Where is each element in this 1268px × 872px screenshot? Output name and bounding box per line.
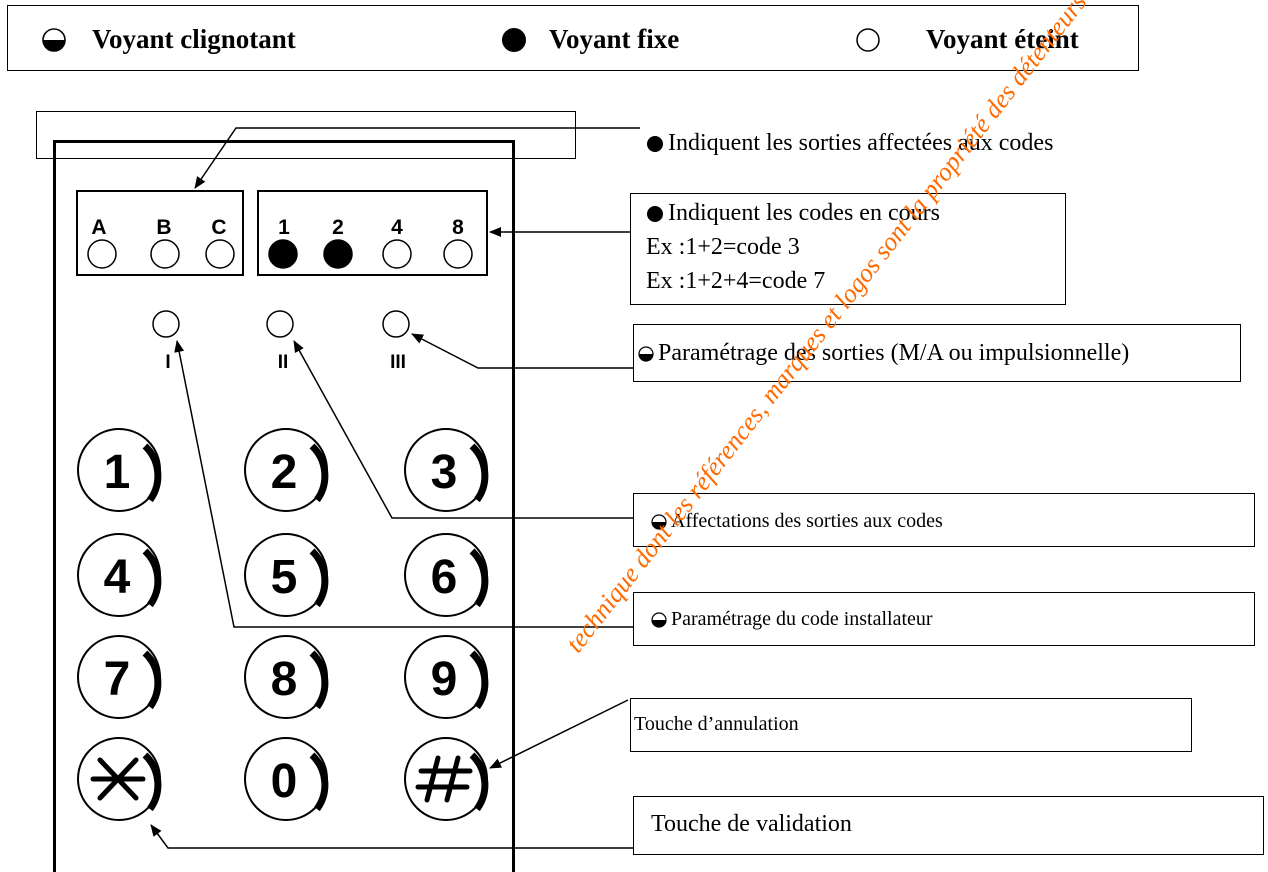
key-9[interactable]: 9	[404, 635, 489, 719]
annotation-validate-key: Touche de validation	[651, 811, 852, 837]
key-2[interactable]: 2	[244, 428, 329, 512]
hash-icon	[415, 755, 473, 803]
asterisk-icon	[90, 757, 146, 801]
led-c	[205, 239, 235, 269]
key-6[interactable]: 6	[404, 533, 489, 617]
svg-text:1: 1	[104, 446, 131, 499]
key-7[interactable]: 7	[77, 635, 162, 719]
filled-led-icon	[647, 136, 663, 153]
annotation-installer-code: Paramétrage du code installateur	[651, 608, 933, 631]
led-2	[323, 239, 353, 269]
svg-text:3: 3	[431, 446, 458, 499]
half-filled-led-icon	[42, 28, 66, 52]
legend-off-label: Voyant éteint	[926, 24, 1079, 54]
output-assignment-box	[633, 493, 1255, 547]
filled-led-icon	[647, 206, 663, 223]
validate-key-box	[633, 796, 1264, 855]
led-label-4: 4	[391, 216, 403, 239]
legend-fixed-label: Voyant fixe	[549, 24, 680, 54]
keypad-header-bar	[36, 111, 576, 159]
svg-text:5: 5	[271, 551, 298, 604]
legend-blinking-label: Voyant clignotant	[92, 24, 296, 54]
key-4[interactable]: 4	[77, 533, 162, 617]
svg-text:0: 0	[271, 755, 298, 808]
leader-output-settings	[411, 333, 633, 369]
svg-text:4: 4	[104, 551, 131, 604]
key-3[interactable]: 3	[404, 428, 489, 512]
annotation-outputs-assigned: Indiquent les sorties affectées aux code…	[646, 130, 1053, 157]
empty-led-icon	[856, 28, 880, 52]
svg-text:2: 2	[271, 446, 298, 499]
key-0[interactable]: 0	[244, 737, 329, 821]
led-label-a: A	[91, 216, 106, 239]
svg-text:7: 7	[104, 653, 131, 706]
led-label-1: 1	[278, 216, 290, 239]
leader-cancel-key	[489, 699, 629, 769]
led-8	[443, 239, 473, 269]
annotation-cancel-key: Touche d’annulation	[634, 713, 799, 735]
svg-text:9: 9	[431, 653, 458, 706]
led-a	[87, 239, 117, 269]
svg-text:6: 6	[431, 551, 458, 604]
cancel-key-box	[630, 698, 1192, 752]
mode-label-iii: III	[390, 352, 406, 373]
led-label-c: C	[211, 216, 226, 239]
output-settings-box	[633, 324, 1241, 382]
led-4	[382, 239, 412, 269]
codes-example-2: Ex :1+2+4=code 7	[646, 268, 826, 294]
annotation-output-assignment: Affectations des sorties aux codes	[651, 510, 943, 533]
led-mode-ii	[266, 310, 294, 338]
led-b	[150, 239, 180, 269]
key-1[interactable]: 1	[77, 428, 162, 512]
key-8[interactable]: 8	[244, 635, 329, 719]
leader-validate-key	[150, 824, 633, 849]
half-filled-led-icon	[651, 514, 667, 531]
led-label-2: 2	[332, 216, 344, 239]
codes-annotation-box	[630, 193, 1066, 305]
led-label-b: B	[156, 216, 171, 239]
filled-led-icon	[502, 28, 526, 52]
led-label-8: 8	[452, 216, 464, 239]
installer-code-box	[633, 592, 1255, 646]
annotation-output-settings: Paramétrage des sorties (M/A ou impulsio…	[638, 340, 1129, 367]
leader-installer-code	[174, 340, 633, 628]
leader-output-assignment	[293, 340, 633, 519]
leader-outputs	[194, 127, 640, 189]
svg-text:8: 8	[271, 653, 298, 706]
half-filled-led-icon	[638, 346, 654, 363]
led-mode-iii	[382, 310, 410, 338]
mode-label-ii: II	[278, 352, 289, 373]
key-hash[interactable]: #	[404, 737, 489, 821]
led-mode-i	[152, 310, 180, 338]
half-filled-led-icon	[651, 612, 667, 629]
codes-example-1: Ex :1+2=code 3	[646, 234, 800, 260]
annotation-codes: Indiquent les codes en cours Ex :1+2=cod…	[646, 196, 940, 298]
mode-label-i: I	[165, 352, 170, 373]
led-1	[268, 239, 298, 269]
legend-box	[7, 5, 1139, 71]
key-5[interactable]: 5	[244, 533, 329, 617]
key-star[interactable]: *	[77, 737, 162, 821]
